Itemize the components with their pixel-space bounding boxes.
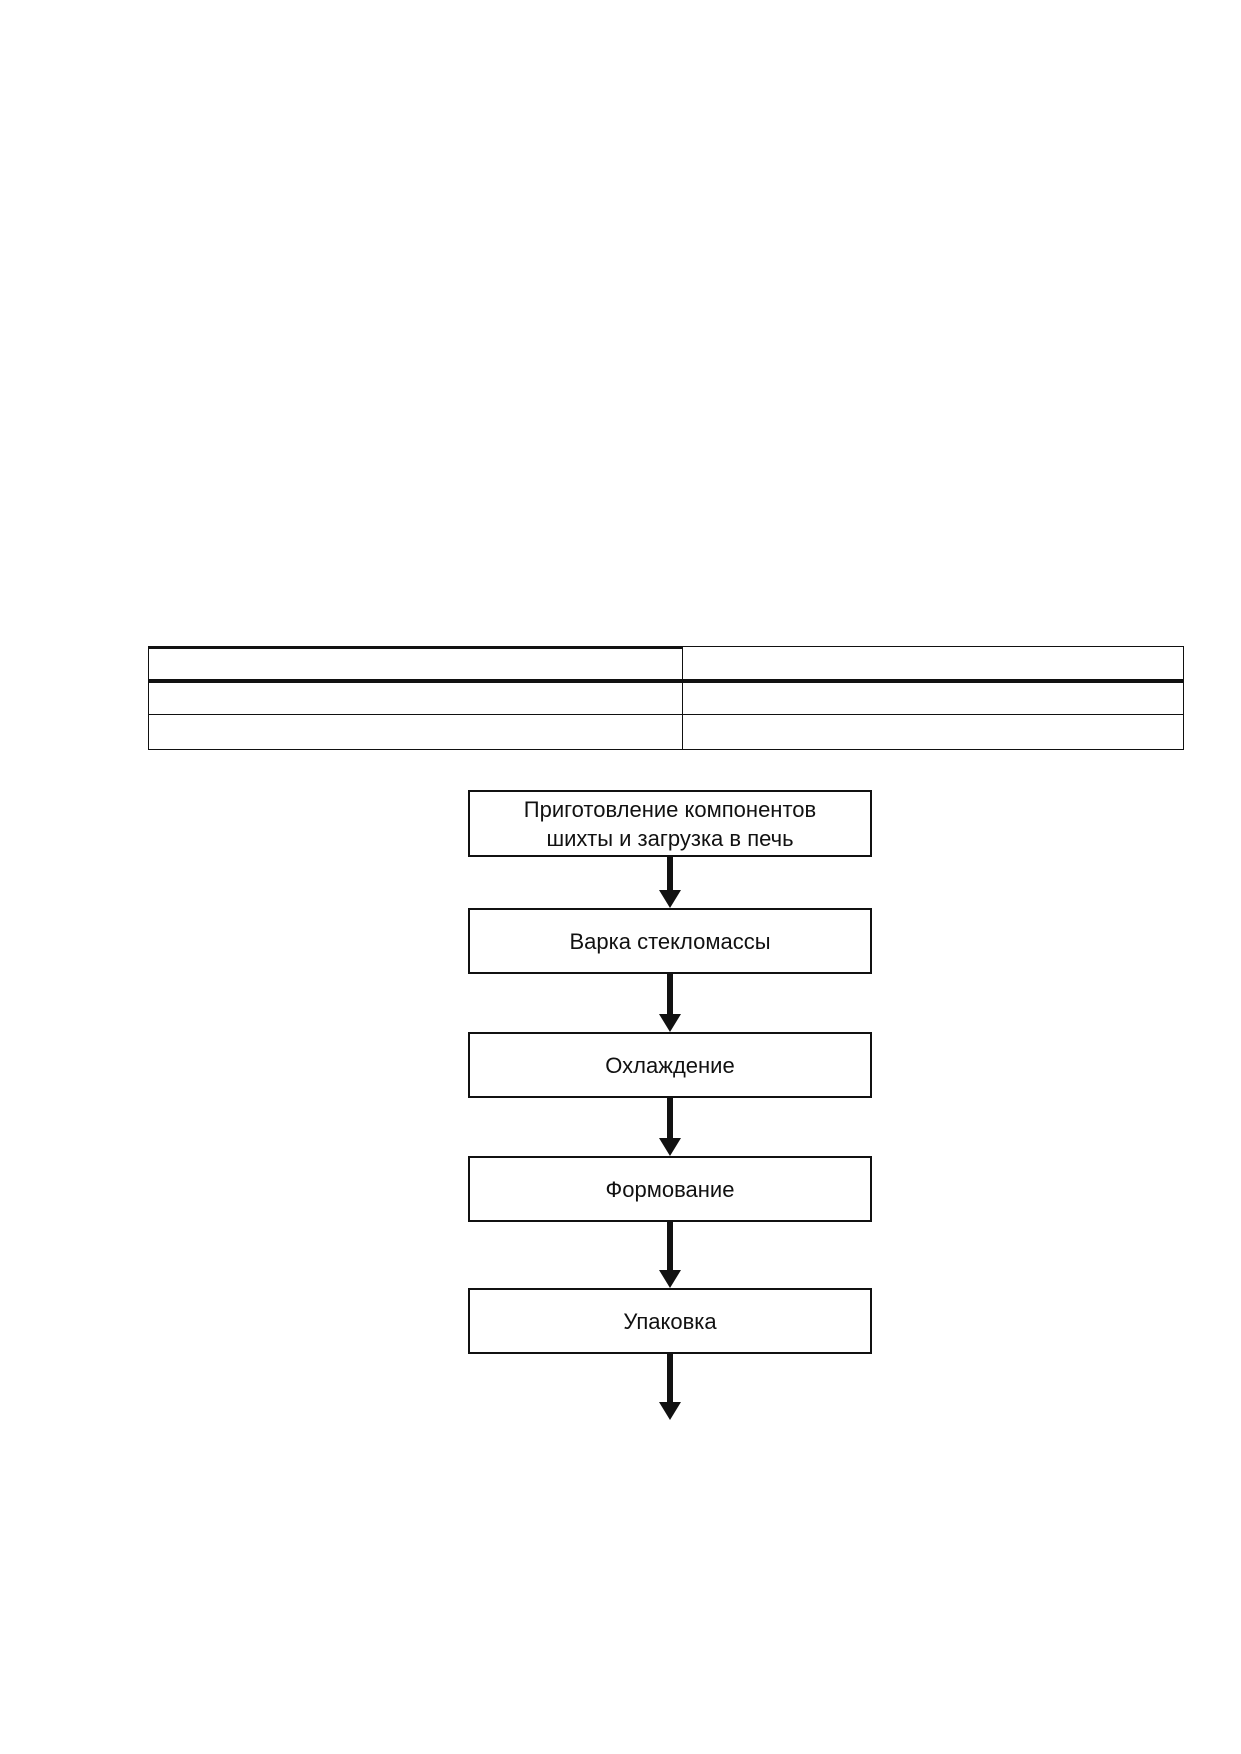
step-label: Приготовление компонентов шихты и загруз… bbox=[523, 796, 817, 851]
table-right-border bbox=[1183, 646, 1184, 750]
arrow-down-icon bbox=[659, 974, 681, 1032]
step-packaging: Упаковка bbox=[468, 1288, 872, 1354]
step-glass-melting: Варка стекломассы bbox=[468, 908, 872, 974]
empty-table bbox=[148, 646, 1184, 750]
step-label: Охлаждение bbox=[605, 1052, 735, 1078]
step-label: Варка стекломассы bbox=[569, 928, 771, 954]
arrow-down-icon bbox=[659, 1354, 681, 1420]
arrow-down-icon bbox=[659, 1222, 681, 1288]
table-column-divider bbox=[682, 646, 683, 750]
step-label: Формование bbox=[605, 1176, 735, 1202]
step-forming: Формование bbox=[468, 1156, 872, 1222]
table-header-divider bbox=[148, 679, 1184, 683]
step-label: Упаковка bbox=[623, 1308, 717, 1334]
table-left-border bbox=[148, 646, 149, 750]
arrow-down-icon bbox=[659, 857, 681, 908]
arrow-down-icon bbox=[659, 1098, 681, 1156]
step-cooling: Охлаждение bbox=[468, 1032, 872, 1098]
table-row-divider bbox=[148, 714, 1184, 715]
table-top-border-left bbox=[148, 646, 682, 649]
table-bottom-border bbox=[148, 749, 1184, 750]
table-top-border-right bbox=[682, 646, 1184, 647]
step-batch-preparation: Приготовление компонентов шихты и загруз… bbox=[468, 790, 872, 857]
